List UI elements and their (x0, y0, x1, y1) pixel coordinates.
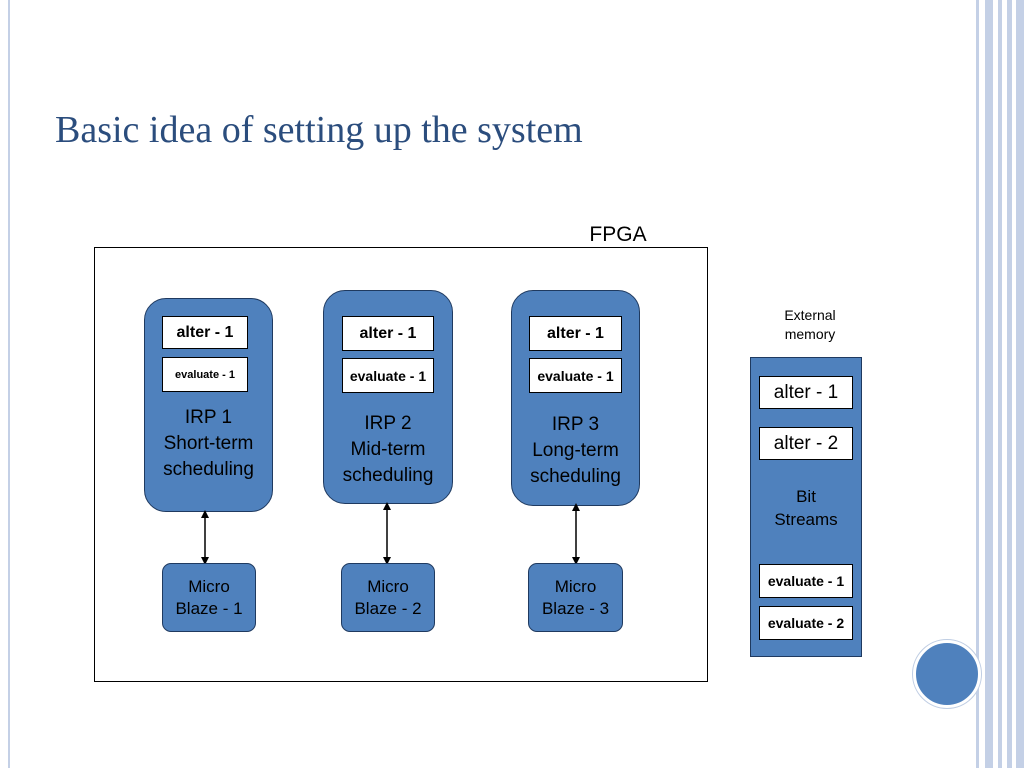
irp-scheduling: scheduling (342, 465, 434, 486)
irp-block-2: alter - 1 evaluate - 1 IRP 2 Mid-term sc… (323, 290, 453, 504)
irp-scheduling: scheduling (163, 459, 254, 480)
bitstream-evaluate-cell: evaluate - 2 (759, 606, 853, 640)
decor-stripe (985, 0, 993, 768)
decor-stripe (998, 0, 1002, 768)
irp-description: IRP 3 Long-term scheduling (512, 412, 639, 490)
slide-left-frame (0, 0, 10, 768)
irp-term: Long-term (532, 440, 619, 461)
irp-description: IRP 2 Mid-term scheduling (324, 411, 452, 489)
irp-evaluate-cell: evaluate - 1 (529, 358, 622, 393)
irp-alter-cell: alter - 1 (529, 316, 622, 351)
irp-name: IRP 3 (551, 414, 600, 435)
microblaze-line: Micro (188, 576, 230, 596)
microblaze-line: Micro (554, 576, 597, 596)
irp-block-1: alter - 1 evaluate - 1 IRP 1 Short-term … (144, 298, 273, 512)
microblaze-block-1: Micro Blaze - 1 (162, 563, 256, 632)
bitstream-alter-cell: alter - 2 (759, 427, 853, 460)
fpga-boundary (94, 247, 708, 682)
bit-streams-line: Bit (796, 487, 816, 506)
microblaze-line: Blaze - 3 (541, 598, 610, 618)
microblaze-line: Micro (367, 576, 409, 596)
irp-evaluate-cell: evaluate - 1 (342, 358, 434, 393)
irp-name: IRP 1 (184, 407, 233, 428)
irp-alter-cell: alter - 1 (342, 316, 434, 351)
bit-streams-label: Bit Streams (751, 485, 861, 531)
external-memory-line: External (784, 307, 836, 323)
external-memory-line: memory (784, 326, 836, 342)
external-memory-block: alter - 1 alter - 2 Bit Streams evaluate… (750, 357, 862, 657)
irp-scheduling: scheduling (530, 466, 621, 487)
microblaze-block-3: Micro Blaze - 3 (528, 563, 623, 632)
decor-stripe (1016, 0, 1024, 768)
microblaze-line: Blaze - 2 (354, 598, 422, 618)
irp-term: Short-term (163, 433, 254, 454)
irp-name: IRP 2 (364, 413, 412, 434)
slide-title: Basic idea of setting up the system (55, 109, 583, 151)
irp-description: IRP 1 Short-term scheduling (145, 405, 272, 483)
bitstream-alter-cell: alter - 1 (759, 376, 853, 409)
external-memory-label: External memory (760, 306, 860, 344)
irp-evaluate-cell: evaluate - 1 (162, 357, 248, 392)
decor-stripe (1007, 0, 1012, 768)
decor-stripe (976, 0, 979, 768)
decorative-circle (913, 640, 981, 708)
fpga-label: FPGA (589, 223, 647, 246)
bit-streams-line: Streams (774, 510, 838, 529)
microblaze-block-2: Micro Blaze - 2 (341, 563, 435, 632)
bitstream-evaluate-cell: evaluate - 1 (759, 564, 853, 598)
irp-term: Mid-term (350, 439, 426, 460)
microblaze-line: Blaze - 1 (175, 598, 243, 618)
irp-block-3: alter - 1 evaluate - 1 IRP 3 Long-term s… (511, 290, 640, 506)
irp-alter-cell: alter - 1 (162, 316, 248, 349)
